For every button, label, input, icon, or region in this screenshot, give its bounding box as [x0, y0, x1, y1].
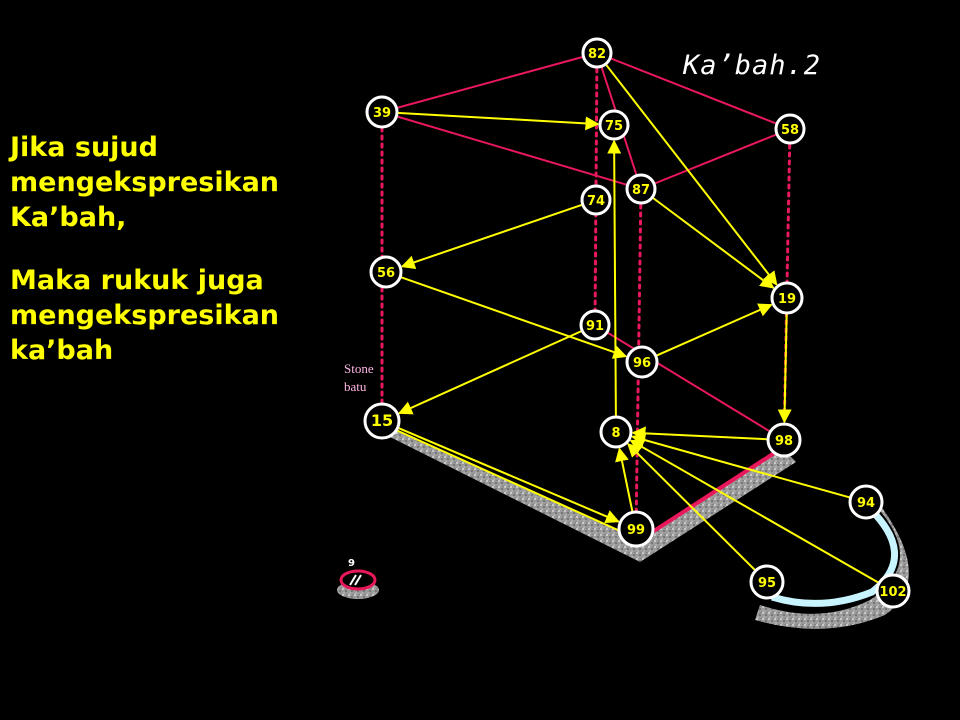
node-75-label: 75 — [605, 119, 623, 134]
node-99-circle — [617, 510, 655, 548]
node-91-circle — [579, 309, 611, 341]
arrow-91-to-15 — [398, 329, 583, 415]
node-39-circle — [365, 95, 399, 129]
arrow-98-to-8 — [631, 426, 769, 441]
node-15-label: 15 — [371, 411, 393, 430]
base-right-edge — [638, 446, 784, 542]
stone-label-line1: Stone — [344, 361, 374, 376]
stone-label-line2: batu — [344, 379, 367, 394]
edge-82-58 — [596, 52, 791, 130]
arrow-99-to-8 — [615, 447, 634, 513]
arrow-94-to-8 — [631, 433, 851, 499]
edge-39-87 — [381, 111, 642, 190]
hijr-ismail-base — [755, 500, 909, 629]
node-19: 19 — [770, 281, 804, 315]
node-91: 91 — [579, 309, 611, 341]
node-95-circle — [749, 564, 785, 600]
node-58-label: 58 — [781, 123, 799, 138]
arrow-19-to-98 — [777, 312, 792, 424]
node-75-circle — [598, 109, 630, 141]
node-95: 95 — [749, 564, 785, 600]
statement-line-1: Jika sujud mengekspresikan Ka’bah, — [10, 132, 280, 233]
node-99: 99 — [617, 510, 655, 548]
node-56: 56 — [369, 255, 403, 289]
node-56-circle — [369, 255, 403, 289]
small-marker-icon — [349, 574, 362, 586]
base-left-strip — [380, 430, 640, 562]
arrow-74-to-56 — [400, 203, 584, 270]
node-39: 39 — [365, 95, 399, 129]
node-82-label: 82 — [588, 47, 606, 62]
node-39-label: 39 — [373, 106, 391, 121]
node-87-circle — [625, 173, 657, 205]
arrow-8-to-75 — [607, 139, 622, 418]
node-82-circle — [581, 37, 613, 69]
edge-91-98 — [594, 324, 785, 441]
node-82: 82 — [581, 37, 613, 69]
node-96-label: 96 — [633, 356, 651, 371]
node-58: 58 — [774, 113, 806, 145]
node-56-label: 56 — [377, 266, 395, 281]
arrow-95-to-8 — [627, 442, 757, 572]
node-19-circle — [770, 281, 804, 315]
arrow-15-to-99 — [397, 426, 620, 524]
arrow-82-to-19 — [604, 63, 778, 286]
arrow-39-to-75 — [396, 111, 600, 131]
stone-label: Stone batu — [344, 360, 374, 396]
node-99-label: 99 — [627, 523, 645, 538]
node-15: 15 — [363, 402, 401, 440]
base-left-edge — [395, 429, 641, 541]
node-91-label: 91 — [586, 319, 604, 334]
node-102-circle — [875, 573, 911, 609]
node-96-circle — [625, 345, 659, 379]
node-102-label: 102 — [879, 585, 906, 600]
node-98-label: 98 — [775, 434, 793, 449]
edge-58-87 — [640, 128, 791, 190]
arrow-102-to-8 — [629, 439, 880, 584]
node-96: 96 — [625, 345, 659, 379]
node-8-circle — [599, 415, 633, 449]
node-94-circle — [848, 484, 884, 520]
node-8-label: 8 — [611, 426, 620, 441]
node-87-label: 87 — [632, 183, 650, 198]
node-8: 8 — [599, 415, 633, 449]
node-94-label: 94 — [857, 496, 875, 511]
diagram-title: Ka’bah.2 — [683, 50, 822, 81]
node-19-label: 19 — [778, 292, 796, 307]
node-74: 74 — [580, 184, 612, 216]
node-102: 102 — [875, 573, 911, 609]
node-74-circle — [580, 184, 612, 216]
node-94: 94 — [848, 484, 884, 520]
statement-line-2: Maka rukuk juga mengekspresikan ka’bah — [10, 265, 280, 366]
node-95-label: 95 — [758, 576, 776, 591]
node-75: 75 — [598, 109, 630, 141]
base-right-strip — [640, 448, 796, 562]
node-87: 87 — [625, 173, 657, 205]
arrow-56-to-96 — [399, 276, 628, 359]
node-74-label: 74 — [587, 194, 605, 209]
arrow-87-to-19 — [651, 196, 775, 289]
edge-82-39 — [381, 52, 598, 113]
node-98: 98 — [766, 422, 802, 458]
node-15-circle — [363, 402, 401, 440]
small-marker-label: 9 — [348, 558, 355, 569]
hijr-ismail-wall — [770, 502, 899, 607]
arrow-96-to-19 — [655, 303, 773, 357]
node-58-circle — [774, 113, 806, 145]
node-98-circle — [766, 422, 802, 458]
